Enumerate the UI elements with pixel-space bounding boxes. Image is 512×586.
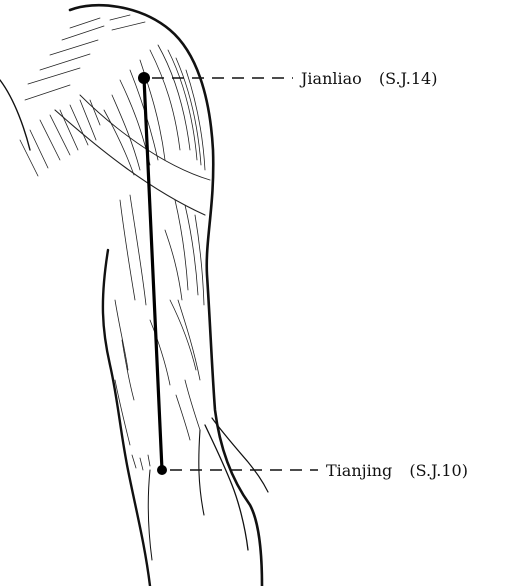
meridian-line [144, 78, 162, 470]
inner-arm-contour [103, 250, 150, 586]
tianjing-point-marker [157, 465, 167, 475]
tianjing-code: (S.J.10) [409, 461, 468, 480]
axilla-contour [0, 80, 30, 150]
jianliao-name: Jianliao [299, 69, 362, 88]
shoulder-contour [70, 5, 262, 586]
jianliao-point-marker [138, 72, 150, 84]
tianjing-name: Tianjing [326, 461, 392, 480]
tianjing-label: Tianjing (S.J.10) [326, 461, 468, 480]
jianliao-code: (S.J.14) [379, 69, 438, 88]
jianliao-label: Jianliao (S.J.14) [299, 69, 437, 88]
muscle-hatching [20, 15, 210, 470]
